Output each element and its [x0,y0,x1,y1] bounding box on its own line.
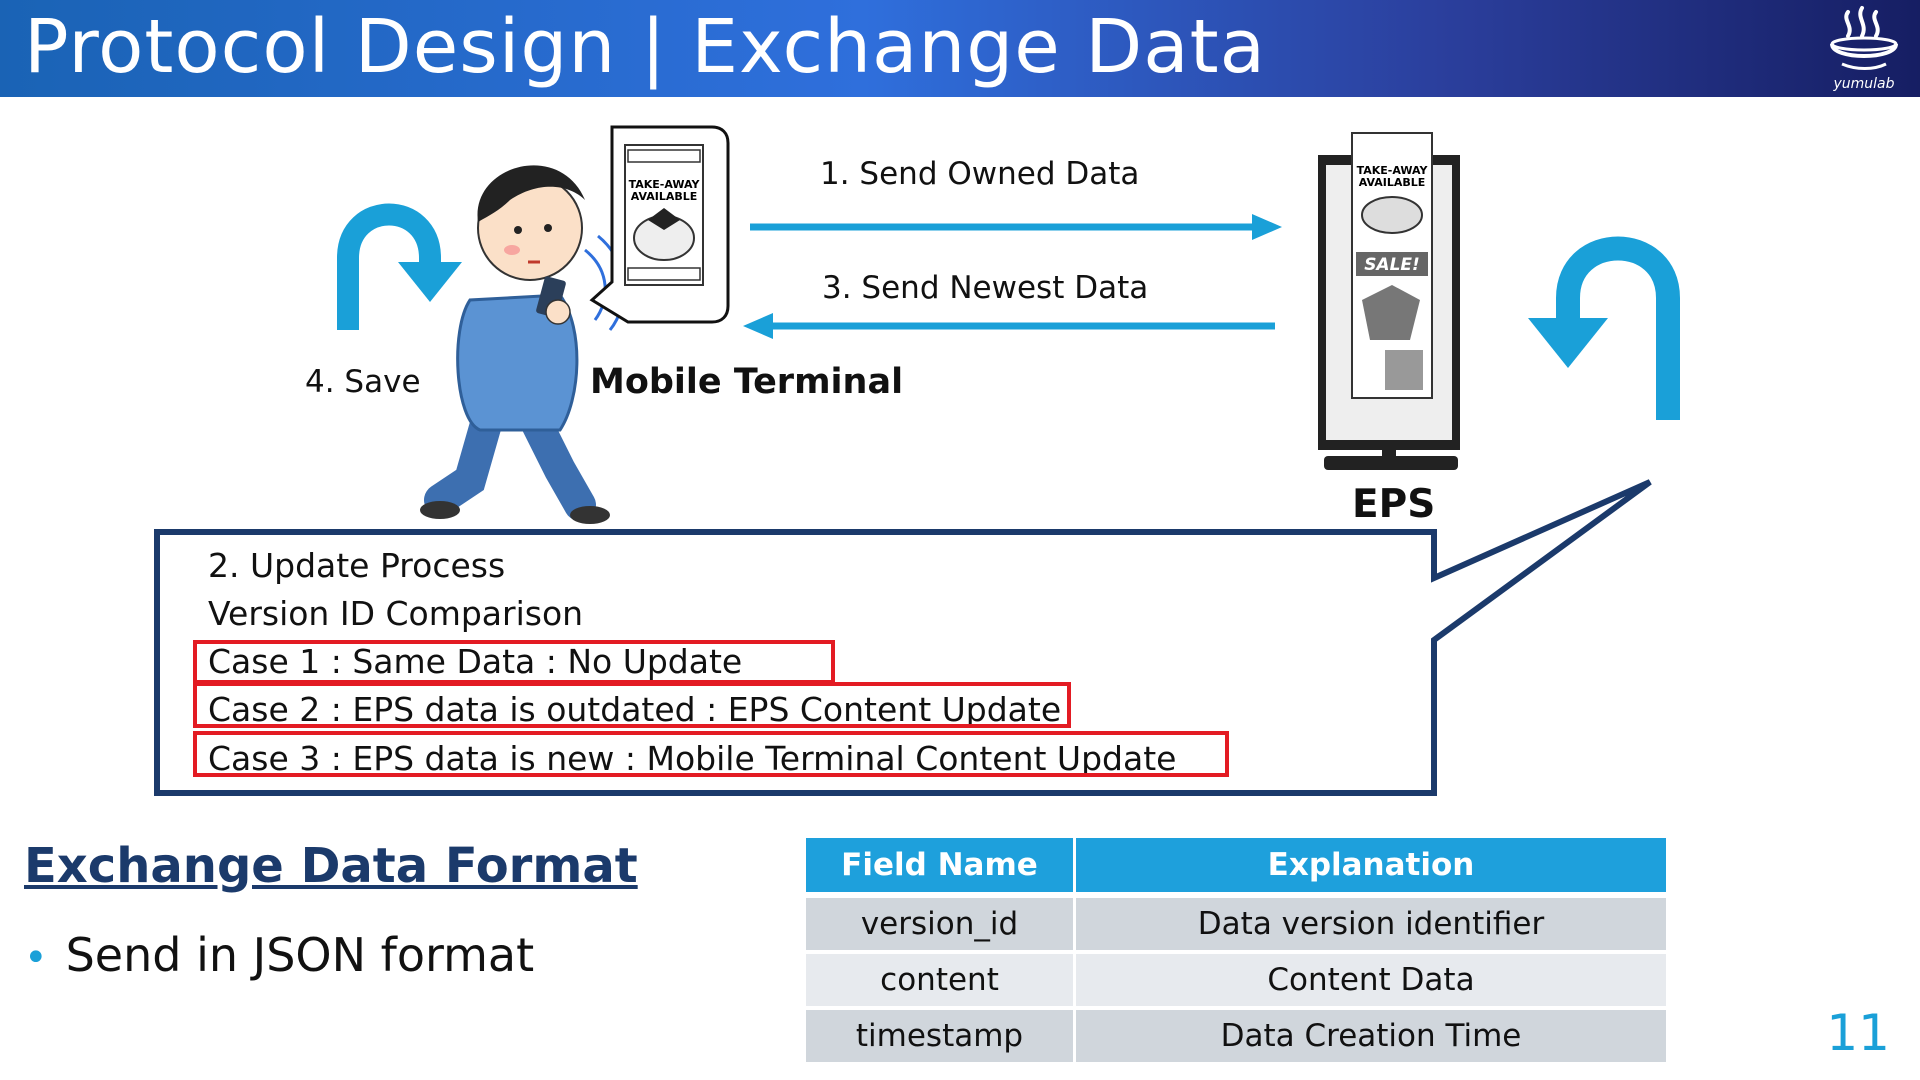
case-3-highlight [193,731,1229,777]
phone-poster-text-2: AVAILABLE [631,190,698,203]
table-header-row: Field Name Explanation [806,838,1666,898]
phone-screen-bubble: TAKE-AWAY AVAILABLE [592,127,728,322]
table-cell: timestamp [806,1010,1076,1066]
send-newest-arrow [743,313,1275,339]
header-explanation: Explanation [1076,838,1666,898]
case-2-highlight [193,682,1071,728]
page-number: 11 [1826,1004,1890,1062]
section-title-format: Exchange Data Format [24,838,638,894]
send-owned-arrow [750,214,1282,240]
case-1-highlight [193,640,835,684]
bullet-dot-icon: • [24,935,48,981]
save-arrow-icon [348,215,462,331]
table-cell: Data version identifier [1076,898,1666,954]
table-cell: Data Creation Time [1076,1010,1666,1066]
arrow-label-send-newest: 3. Send Newest Data [822,270,1148,306]
bullet-text: Send in JSON format [66,928,535,982]
table-row: content Content Data [806,954,1666,1010]
table-cell: content [806,954,1076,1010]
table-cell: Content Data [1076,954,1666,1010]
table-cell: version_id [806,898,1076,954]
eps-signage-icon: TAKE-AWAY AVAILABLE SALE! [1318,133,1460,470]
eps-sale-text: SALE! [1364,255,1420,275]
arrow-label-send-owned: 1. Send Owned Data [820,156,1139,192]
table-row: timestamp Data Creation Time [806,1010,1666,1066]
field-table: Field Name Explanation version_id Data v… [806,838,1666,1066]
update-process-step: 2. Update Process [208,546,505,585]
update-process-arrow-icon [1528,249,1668,421]
person-icon [420,165,624,524]
eps-label: EPS [1352,482,1435,527]
eps-poster-text-2: AVAILABLE [1359,176,1426,189]
header-field-name: Field Name [806,838,1076,898]
save-label: 4. Save [305,364,421,400]
json-bullet: • Send in JSON format [24,928,534,982]
version-comparison-label: Version ID Comparison [208,594,583,633]
mobile-terminal-label: Mobile Terminal [590,362,903,402]
table-row: version_id Data version identifier [806,898,1666,954]
